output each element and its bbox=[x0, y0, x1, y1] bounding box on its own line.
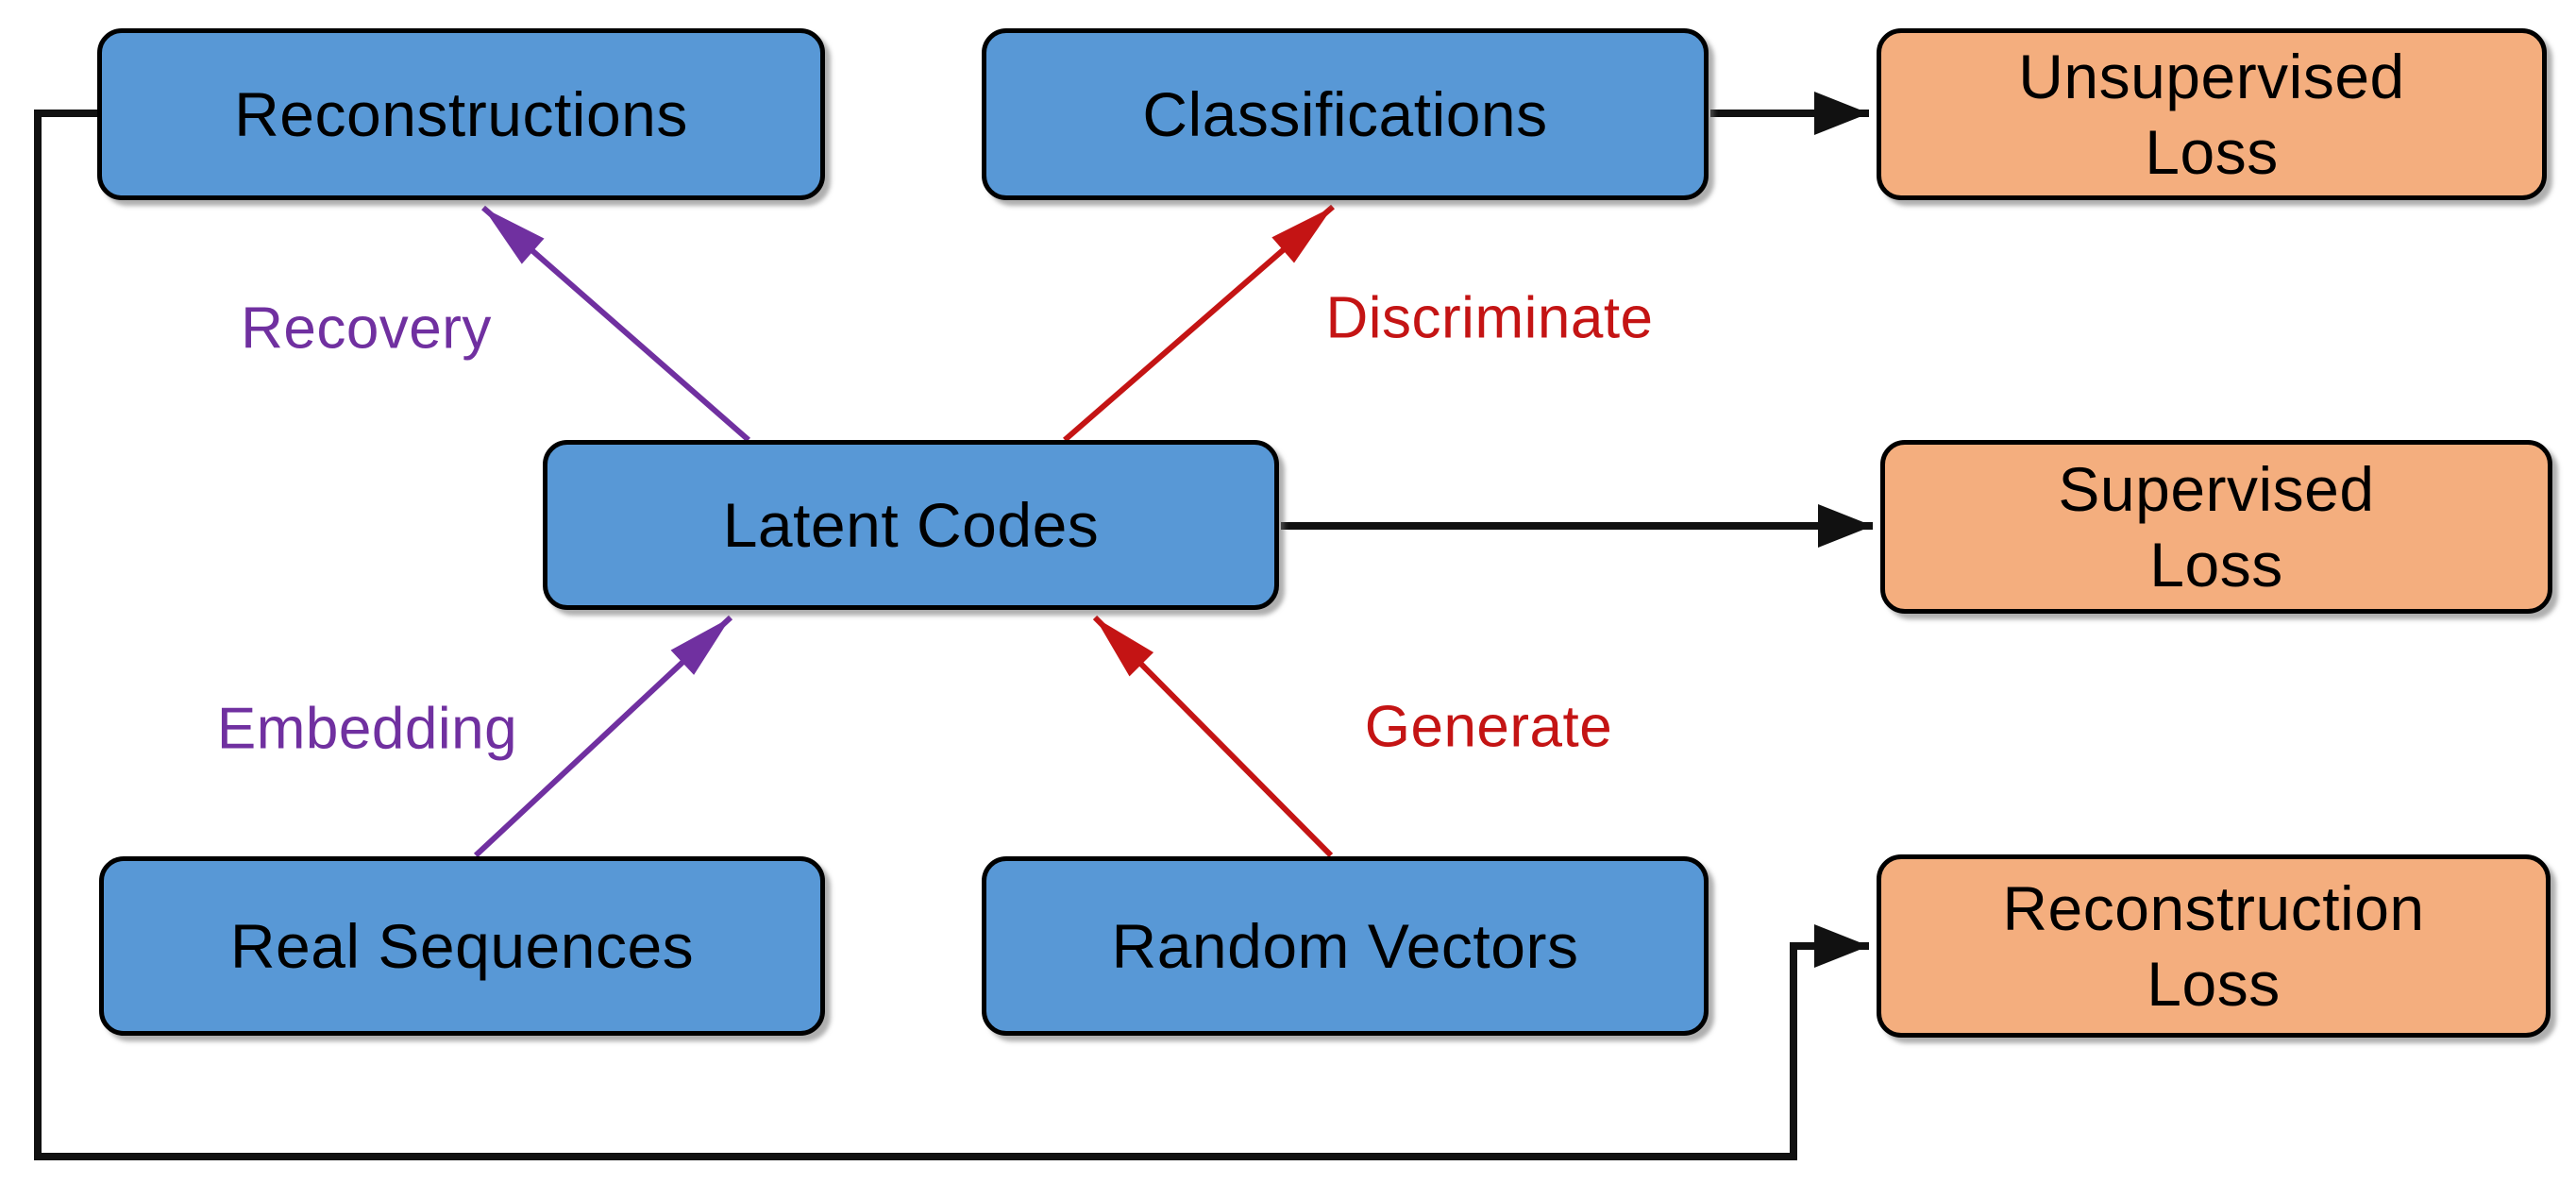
recovery-arrow bbox=[481, 205, 750, 443]
node-random-vectors: Random Vectors bbox=[982, 856, 1709, 1036]
node-real-sequences: Real Sequences bbox=[99, 856, 825, 1036]
node-label: Reconstruction Loss bbox=[2002, 873, 2425, 1019]
edge-label-discriminate: Discriminate bbox=[1325, 285, 1654, 351]
node-label: Supervised Loss bbox=[2058, 454, 2375, 600]
node-label: Classifications bbox=[1142, 79, 1548, 149]
discriminate-arrow bbox=[1063, 204, 1335, 443]
node-unsupervised-loss: Unsupervised Loss bbox=[1877, 28, 2547, 200]
edge-label-recovery: Recovery bbox=[241, 296, 492, 362]
edge-label-embedding: Embedding bbox=[216, 696, 518, 762]
embedding-arrow bbox=[473, 615, 733, 858]
edge-label-generate: Generate bbox=[1364, 694, 1613, 760]
node-reconstructions: Reconstructions bbox=[97, 28, 825, 200]
node-label: Real Sequences bbox=[229, 911, 695, 981]
node-latent-codes: Latent Codes bbox=[543, 440, 1279, 610]
node-supervised-loss: Supervised Loss bbox=[1880, 440, 2552, 614]
node-label: Unsupervised Loss bbox=[2018, 42, 2405, 187]
node-label: Latent Codes bbox=[722, 490, 1100, 560]
generate-arrow bbox=[1092, 615, 1334, 858]
node-classifications: Classifications bbox=[982, 28, 1709, 200]
node-label: Random Vectors bbox=[1111, 911, 1579, 981]
reconstruction-loss-arrow bbox=[34, 110, 1869, 1160]
node-reconstruction-loss: Reconstruction Loss bbox=[1877, 854, 2551, 1038]
node-label: Reconstructions bbox=[234, 79, 688, 149]
